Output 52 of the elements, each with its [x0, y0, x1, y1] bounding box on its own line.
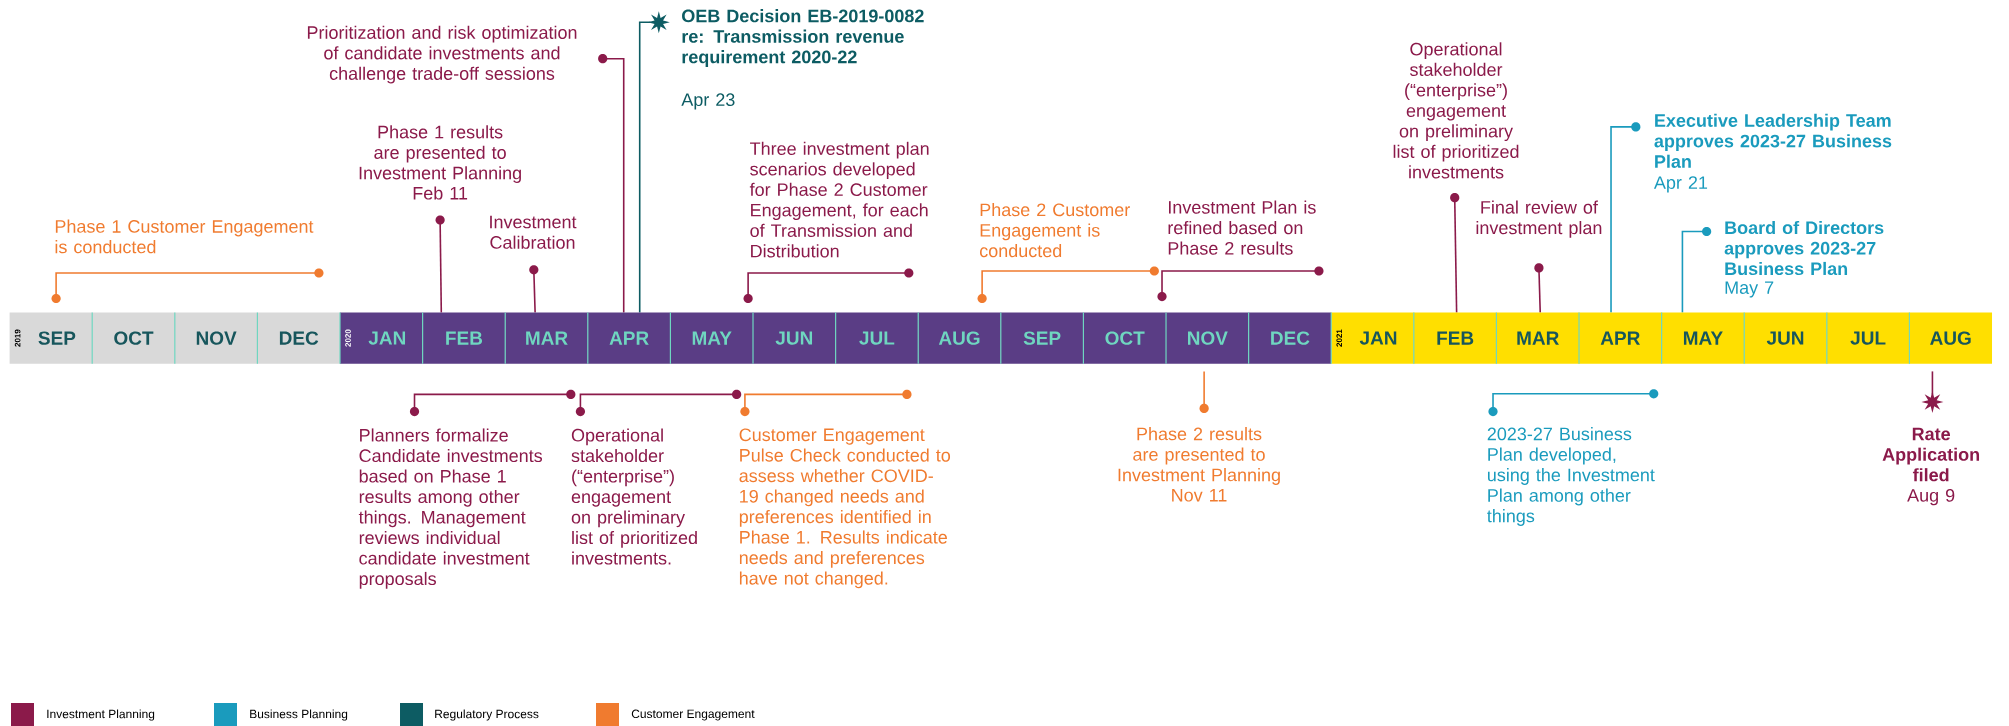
month-cell: OCT [92, 312, 175, 364]
event-label: Customer Engagement Pulse Check conducted to assess whether COVID-19 changed needs and preferences identified in Phase 1. Results indicate needs and preferences have not changed. [739, 428, 951, 589]
month-cell: SEP [1000, 312, 1084, 364]
event-label: Operational stakeholder (“enterprise”) engagement on preliminary list of prioritized investments [1393, 42, 1519, 179]
year-label: 2021 [1336, 329, 1343, 347]
event-label: Phase 2 results are presented to Investment Planning [1118, 427, 1280, 485]
month-cell: JUL [835, 312, 919, 364]
month-cell: JUL [1826, 312, 1910, 364]
event-title: Rate Application filed [1882, 427, 1979, 482]
event-label: Investment Calibration [490, 215, 577, 249]
month-cell: MAR [505, 312, 588, 364]
date-label: Feb 11 [413, 186, 468, 200]
month-cell: NOV [174, 312, 258, 364]
date-label: Apr 23 [681, 93, 735, 110]
event-label: Final review of investment plan [1476, 200, 1602, 238]
month-cell: JUN [1744, 312, 1827, 364]
legend-label: Investment Planning [47, 709, 155, 721]
legend-label: Business Planning [250, 709, 348, 721]
event-label: 2023-27 Business Plan developed, using the Investment Plan among other things [1487, 427, 1655, 526]
month-cell: AUG [918, 312, 1001, 364]
date-label: Apr 21 [1653, 176, 1708, 193]
event-label: Planners formalize Candidate investments based on Phase 1 results among other things. Management reviews individual candidate investment proposals [358, 428, 543, 589]
month-cell: MAR [1496, 312, 1579, 364]
event-label: Three investment plan scenarios developed for Phase 2 Customer Engagement, for each of Transmission and Distribution [749, 141, 929, 258]
legend-label: Customer Engagement [631, 709, 755, 721]
month-cell: OCT [1083, 312, 1166, 364]
month-cell: DEC [1248, 312, 1332, 364]
month-cell: FEB [422, 312, 506, 364]
month-cell: MAY [1661, 312, 1745, 364]
date-label: Nov 11 [1172, 489, 1227, 502]
event-label: Prioritization and risk optimization of candidate investments and challenge trade-off sessions [307, 25, 577, 84]
month-cell: DEC [257, 312, 340, 364]
event-label: Phase 2 Customer Engagement is conducted [980, 203, 1130, 258]
date-label: May 7 [1725, 281, 1774, 298]
month-cell: AUG [1909, 312, 1992, 364]
event-title: OEB Decision EB-2019-0082 re: Transmission revenue requirement 2020-22 [682, 9, 924, 67]
event-label: Phase 1 Customer Engagement is conducted [55, 219, 314, 254]
month-cell: JUN [753, 312, 836, 364]
event-title: Board of Directors approves 2023-27 Business Plan [1724, 220, 1884, 276]
event-label: Operational stakeholder (“enterprise”) engagement on preliminary list of prioritized investments. [571, 428, 697, 565]
month-cell: APR [1579, 312, 1662, 364]
year-label: 2020 [345, 329, 351, 347]
month-cell: APR [587, 312, 671, 364]
event-label: Phase 1 results are presented to Investment Planning [359, 125, 521, 183]
month-cell: FEB [1413, 312, 1497, 364]
date-label: Aug 9 [1907, 489, 1955, 506]
month-cell: NOV [1166, 312, 1249, 364]
legend-label: Regulatory Process [435, 709, 539, 721]
month-cell: MAY [670, 312, 753, 364]
event-label: Investment Plan is refined based on Phase 2 results [1168, 200, 1316, 255]
event-title: Executive Leadership Team approves 2023-27 Business Plan [1654, 113, 1892, 168]
year-label: 2019 [14, 329, 21, 347]
